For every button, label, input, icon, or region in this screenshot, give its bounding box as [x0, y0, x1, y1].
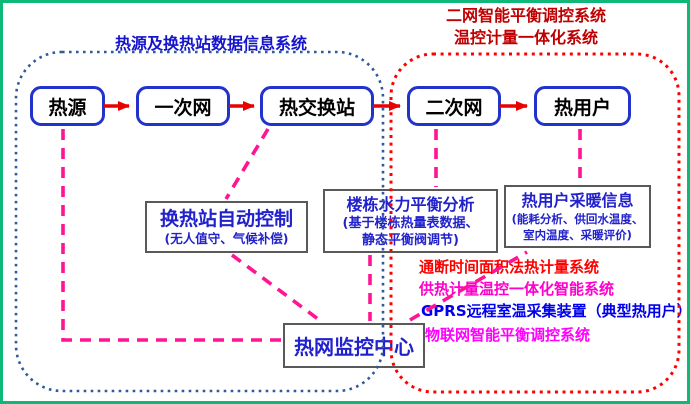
annotation-on-off-time-area-metering: 通断时间面积法热计量系统 — [419, 258, 600, 276]
connector-autocontrol-to-monitoring — [230, 253, 324, 324]
right-region-title-line1: 二网智能平衡调控系统 — [445, 6, 606, 25]
connector-station-to-autocontrol — [224, 128, 270, 200]
right-region-title: 二网智能平衡调控系统 温控计量一体化系统 — [433, 5, 619, 49]
node-primary-network: 一次网 — [136, 86, 230, 126]
left-region-title: 热源及换热站数据信息系统 — [114, 34, 307, 53]
annotation-gprs-remote-room-temp: GPRS远程室温采集装置（典型热用户） — [421, 302, 690, 320]
node-secondary-network: 二次网 — [407, 86, 501, 126]
box-user-heating-info-sub1: (能耗分析、供回水温度、 — [511, 212, 644, 226]
box-building-hydraulic-balance-sub2: 静态平衡阀调节) — [362, 232, 459, 248]
box-station-auto-control: 换热站自动控制 (无人值守、气候补偿) — [145, 201, 308, 253]
box-building-hydraulic-balance-sub1: (基于楼栋热量表数据、 — [342, 215, 479, 231]
box-user-heating-info-sub2: 室内温度、采暖评价) — [523, 228, 632, 242]
box-user-heating-info: 热用户采暖信息 (能耗分析、供回水温度、 室内温度、采暖评价) — [504, 185, 651, 248]
node-heat-exchange-station: 热交换站 — [260, 86, 374, 126]
annotation-iot-intelligent-balance: 物联网智能平衡调控系统 — [425, 326, 591, 344]
right-region-title-line2: 温控计量一体化系统 — [453, 28, 598, 47]
box-station-auto-control-title: 换热站自动控制 — [159, 208, 293, 230]
annotation-metering-temp-control-integrated: 供热计量温控一体化智能系统 — [419, 280, 615, 298]
box-network-monitoring-center: 热网监控中心 — [283, 323, 425, 368]
box-user-heating-info-title: 热用户采暖信息 — [521, 191, 634, 210]
box-station-auto-control-sub: (无人值守、气候补偿) — [164, 231, 289, 246]
node-heat-user: 热用户 — [534, 86, 631, 126]
node-heat-source: 热源 — [30, 86, 105, 126]
box-network-monitoring-center-title: 热网监控中心 — [294, 335, 414, 359]
box-building-hydraulic-balance: 楼栋水力平衡分析 (基于楼栋热量表数据、 静态平衡阀调节) — [323, 189, 498, 253]
box-building-hydraulic-balance-title: 楼栋水力平衡分析 — [346, 194, 475, 214]
